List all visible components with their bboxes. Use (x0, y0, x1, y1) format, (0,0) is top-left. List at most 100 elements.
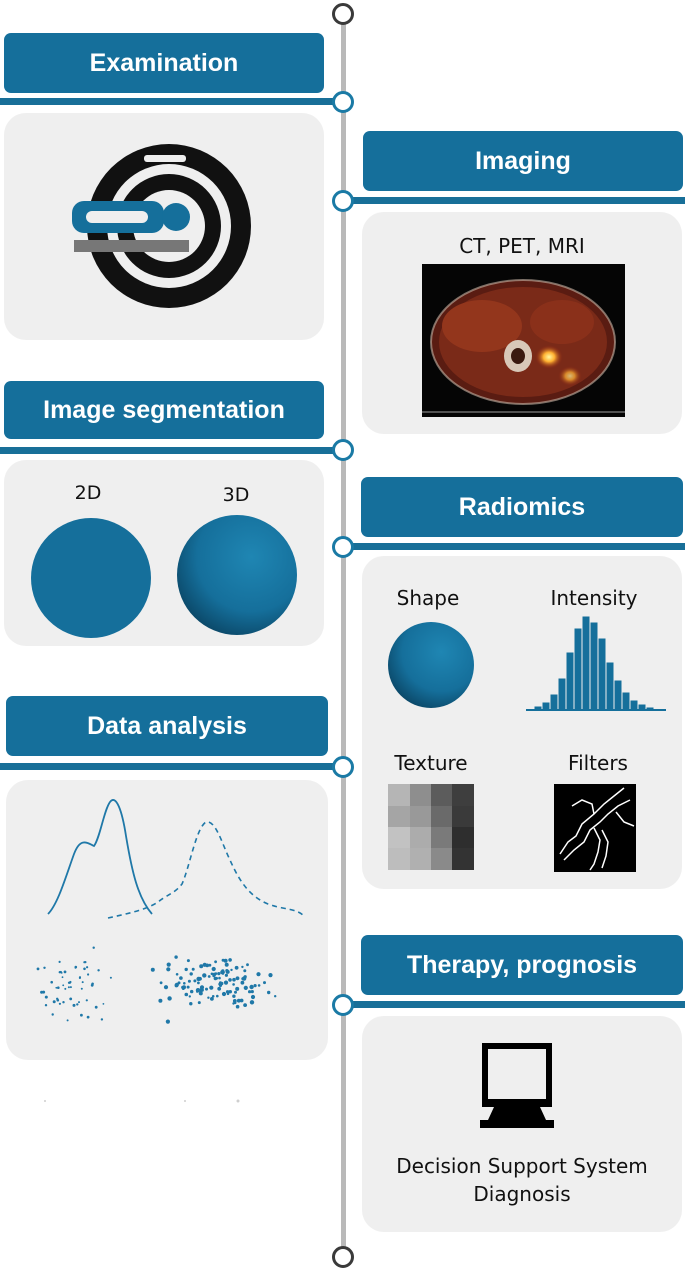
radiomics-panel: Shape Intensity (362, 556, 682, 889)
diagnosis-label: Diagnosis (473, 1182, 571, 1206)
scatter-point-small (86, 1015, 90, 1019)
scatter-point-large (217, 986, 222, 991)
scatter-point-large (223, 958, 228, 963)
scatter-point-small (36, 967, 40, 971)
scatter-point-small (69, 986, 72, 989)
scatter-point-large (243, 975, 247, 979)
imaging-header: Imaging (363, 131, 683, 191)
scatter-point-large (198, 991, 203, 996)
scatter-point-large (166, 962, 171, 967)
scatter-point-large (189, 1002, 193, 1006)
examination-panel (4, 113, 324, 340)
scatter-point-large (223, 980, 229, 985)
scatter-point-large (268, 973, 273, 978)
scatter-point-small (90, 983, 94, 987)
scatter-point-large (150, 967, 155, 972)
scatter-point-small (94, 1005, 98, 1009)
scatter-point-large (209, 985, 214, 990)
scatter-point-small (81, 981, 84, 984)
examination-header: Examination (4, 33, 324, 93)
segmentation-node (332, 439, 354, 461)
therapy-title: Therapy, prognosis (406, 950, 638, 979)
computer-monitor-icon (480, 1043, 554, 1128)
radiomics-title: Radiomics (458, 492, 586, 521)
scatter-point-small (43, 966, 46, 969)
scatter-point-large (167, 996, 172, 1001)
scatter-point-small (44, 995, 48, 999)
scatter-point-large (246, 963, 249, 967)
filters-edge-icon (554, 784, 636, 872)
scatter-point-large (216, 994, 219, 998)
analysis-panel (6, 780, 328, 1060)
scatter-point-small (57, 986, 60, 989)
scatter-point-small (60, 972, 63, 974)
scatter-point-large (274, 995, 277, 998)
scatter-point-large (235, 976, 240, 981)
distribution-curves-icon (47, 799, 305, 919)
scatter-point-large (193, 979, 197, 983)
scatter-point-large (241, 965, 244, 969)
scatter-point-large (249, 984, 254, 990)
scatter-point-large (205, 963, 210, 968)
scatter-point-large (184, 992, 189, 997)
scatter-point-small (58, 1002, 62, 1005)
scatter-point-large (174, 955, 178, 959)
therapy-connector (346, 1001, 685, 1008)
scatter-point-small (100, 1018, 104, 1021)
scatter-point-large (212, 972, 217, 977)
scatter-point-large (214, 960, 218, 964)
scatter-point-large (205, 987, 208, 991)
imaging-modalities-label: CT, PET, MRI (459, 234, 585, 258)
scatter-point-small (55, 986, 58, 989)
scatter-point-small (74, 965, 78, 969)
scatter-point-small (86, 966, 89, 969)
radiomics-connector (346, 543, 685, 550)
scatter-point-large (225, 969, 229, 973)
scatter-point-large (232, 977, 236, 982)
scatter-point-small (64, 987, 67, 990)
scatter-point-large (183, 982, 186, 985)
imaging-node (332, 190, 354, 212)
scatter-point-large (243, 985, 248, 990)
scatter-point-large (217, 972, 221, 976)
shape-sphere-icon (388, 622, 474, 708)
scatter-point-large (213, 976, 218, 981)
scatter-point-large (250, 990, 254, 994)
scatter-point-large (187, 979, 191, 983)
scatter-point-large (218, 976, 221, 980)
scatter-point-large (239, 998, 244, 1003)
scatter-point-small (44, 1004, 48, 1007)
analysis-title: Data analysis (87, 711, 247, 740)
scatter-point-large (232, 999, 237, 1003)
texture-label: Texture (394, 751, 468, 775)
scatter-point-large (232, 994, 236, 998)
examination-connector (0, 98, 334, 105)
scatter-point-small (78, 1001, 80, 1004)
scatter-point-large (208, 963, 212, 967)
texture-grid-icon (388, 784, 474, 870)
timeline-start-circle (332, 3, 354, 25)
scatter-point-large (232, 983, 235, 986)
scatter-point-large (263, 981, 266, 985)
scatter-point-large (248, 990, 252, 994)
scatter-point-large (225, 990, 230, 994)
scatter-point-large (224, 962, 229, 967)
scatter-point-small (109, 976, 112, 979)
examination-title: Examination (89, 48, 239, 77)
circle-2d-icon (31, 518, 151, 638)
scatter-point-large (199, 964, 204, 969)
scatter-point-large (228, 978, 232, 982)
label-3d: 3D (222, 484, 250, 506)
scatter-point-large (189, 972, 193, 976)
radiomics-header: Radiomics (361, 477, 683, 537)
radiomics-node (332, 536, 354, 558)
scatter-point-small (51, 1013, 54, 1016)
scatter-point-small (52, 1000, 56, 1004)
scatter-point-large (186, 959, 190, 963)
imaging-connector (346, 197, 685, 204)
scatter-point-small (58, 960, 61, 963)
label-2d: 2D (74, 482, 102, 504)
scatter-point-large (243, 969, 247, 973)
analysis-connector (0, 763, 334, 770)
segmentation-title: Image segmentation (43, 395, 285, 424)
